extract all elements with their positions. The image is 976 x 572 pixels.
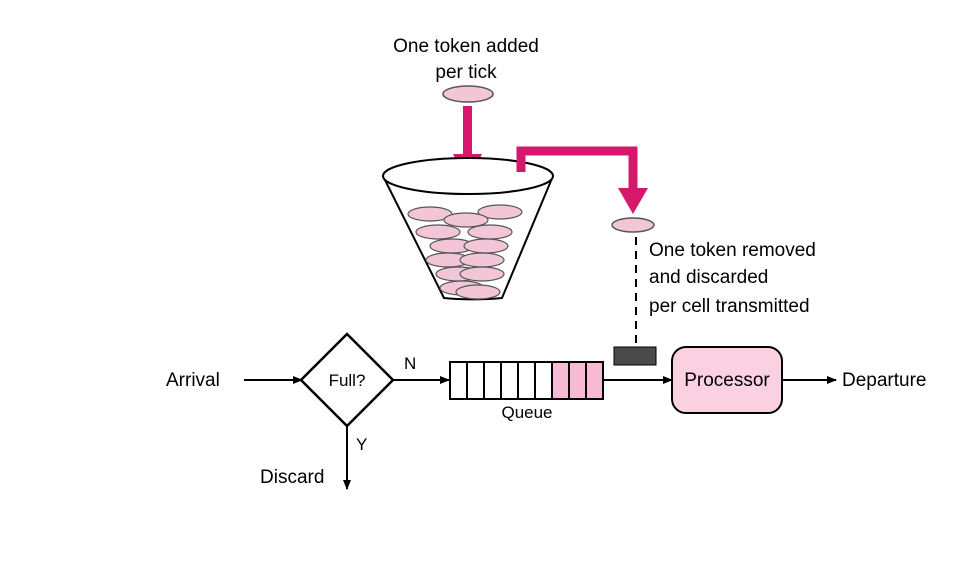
no-branch-label: N [404,354,416,373]
queue-cell-filled [585,361,604,400]
incoming-token [442,85,494,103]
arrival-label: Arrival [166,370,220,391]
queue [449,361,604,400]
bucket-token [477,204,523,220]
bucket-token [455,284,501,300]
queue-cell-empty [483,361,502,400]
queue-cell-empty [500,361,519,400]
token-removed-label-line2: and discarded [649,267,768,288]
queue-cell-empty [534,361,553,400]
token-out-arrow [516,146,648,214]
removed-token [611,217,655,233]
token-removed-label-line1: One token removed [649,240,816,261]
queue-cell-empty [466,361,485,400]
processor-label: Processor [684,370,770,391]
queue-label: Queue [501,403,552,422]
discard-label: Discard [260,467,324,488]
bucket-token [443,212,489,228]
queue-cell-empty [449,361,468,400]
token-added-label-line1: One token added [393,36,539,57]
departure-label: Departure [842,370,927,391]
token-bucket [382,157,554,301]
queue-cell-filled [568,361,587,400]
bucket-token [467,224,513,240]
bucket-token [463,238,509,254]
queue-cell-empty [517,361,536,400]
full-decision-label: Full? [329,371,366,390]
yes-branch-label: Y [356,435,367,454]
token-gate [613,346,657,366]
bucket-token [415,224,461,240]
queue-cell-filled [551,361,570,400]
bucket-tokens [407,204,523,300]
token-removed-label-line3: per cell transmitted [649,296,810,317]
bucket-token [459,252,505,268]
token-added-label-line2: per tick [435,62,497,83]
bucket-token [459,266,505,282]
